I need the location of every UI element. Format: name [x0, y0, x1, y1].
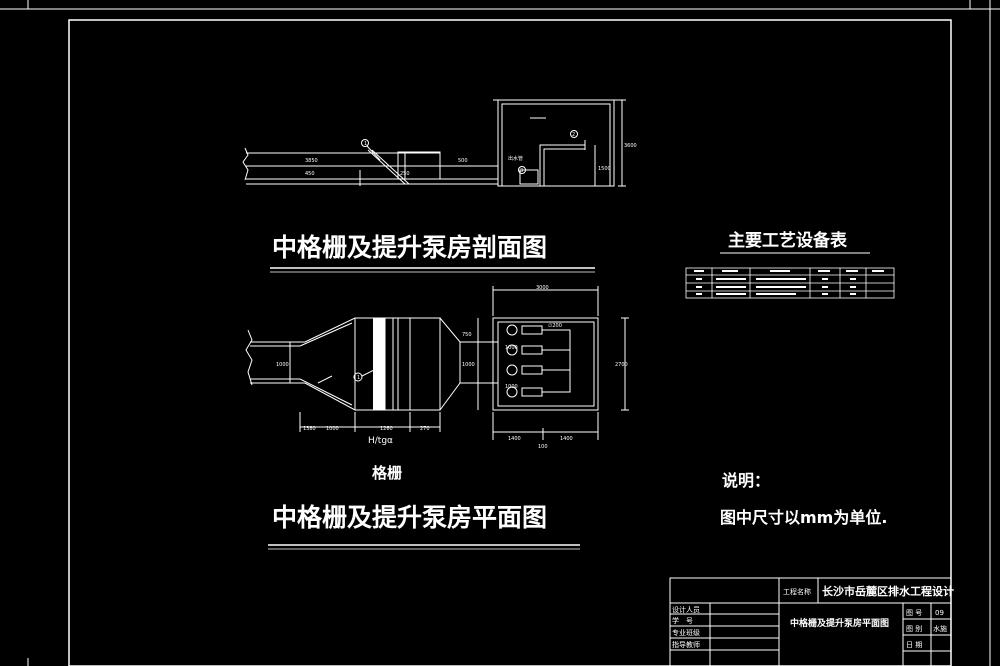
title-block [669, 577, 952, 666]
plan-dim-bottom-b: 1400 [560, 436, 573, 442]
equipment-table [685, 267, 895, 299]
plan-dim-bottom-a: 1400 [508, 436, 521, 442]
section-view-drawing: 3850 450 250 500 出水管 1500 1 2 3 3600 [242, 99, 637, 187]
plan-angle-label: H/tgα [368, 436, 393, 446]
drawing-border [68, 19, 952, 666]
plan-view-drawing: 1000 1000 1000 1000 ∅200 1000 1260 1 300… [245, 285, 629, 450]
equipment-table-title: 主要工艺设备表 [728, 230, 848, 251]
label-drawing-type: 图 别 [906, 624, 922, 633]
svg-text:1000: 1000 [462, 362, 475, 368]
svg-text:450: 450 [305, 171, 315, 177]
svg-text:250: 250 [400, 171, 410, 177]
svg-text:1000: 1000 [505, 345, 518, 351]
value-drawing-type: 水施 [933, 624, 947, 633]
plan-dim-right: 2700 [615, 362, 628, 368]
label-date: 日 期 [906, 641, 922, 649]
plan-dim-left-width: 750 [462, 332, 472, 338]
svg-text:1000: 1000 [505, 384, 518, 390]
svg-text:出水管: 出水管 [508, 155, 523, 162]
project-label: 工程名称 [783, 587, 811, 596]
svg-text:1000: 1000 [276, 362, 289, 368]
plan-dim-channel-b: 270 [420, 426, 430, 432]
row-class: 专业班级 [672, 628, 700, 637]
section-height-dim: 3600 [624, 143, 637, 149]
section-marker-3: 3 [520, 168, 523, 174]
row-designer: 设计人员 [672, 605, 700, 614]
grille-screen [373, 318, 385, 410]
grille-label: 格栅 [372, 464, 402, 482]
svg-text:500: 500 [458, 158, 468, 164]
section-marker-2: 2 [572, 132, 575, 138]
value-drawing-no: 09 [935, 609, 944, 617]
section-view-title: 中格栅及提升泵房剖面图 [272, 233, 547, 262]
svg-text:1500: 1500 [598, 166, 611, 172]
notes-heading: 说明： [722, 471, 770, 490]
plan-marker-1: 1 [357, 375, 360, 381]
svg-text:3850: 3850 [305, 158, 318, 164]
plan-dim-bottom-c: 100 [538, 444, 548, 450]
project-name: 长沙市岳麓区排水工程设计 [822, 584, 954, 598]
label-drawing-no: 图 号 [906, 609, 922, 617]
svg-text:∅200: ∅200 [548, 323, 562, 329]
svg-text:1260: 1260 [380, 426, 393, 432]
drawing-name: 中格栅及提升泵房平面图 [790, 617, 889, 629]
svg-text:1000: 1000 [326, 426, 339, 432]
plan-view-title: 中格栅及提升泵房平面图 [272, 503, 547, 532]
equipment-table-marks [694, 270, 884, 295]
plan-dim-top: 3000 [536, 285, 549, 291]
plan-dim-channel-a: 1380 [303, 426, 316, 432]
section-marker-1: 1 [364, 141, 367, 147]
notes-text: 图中尺寸以mm为单位. [720, 508, 887, 527]
row-student-id: 学 号 [672, 616, 693, 625]
row-advisor: 指导教师 [672, 640, 700, 649]
